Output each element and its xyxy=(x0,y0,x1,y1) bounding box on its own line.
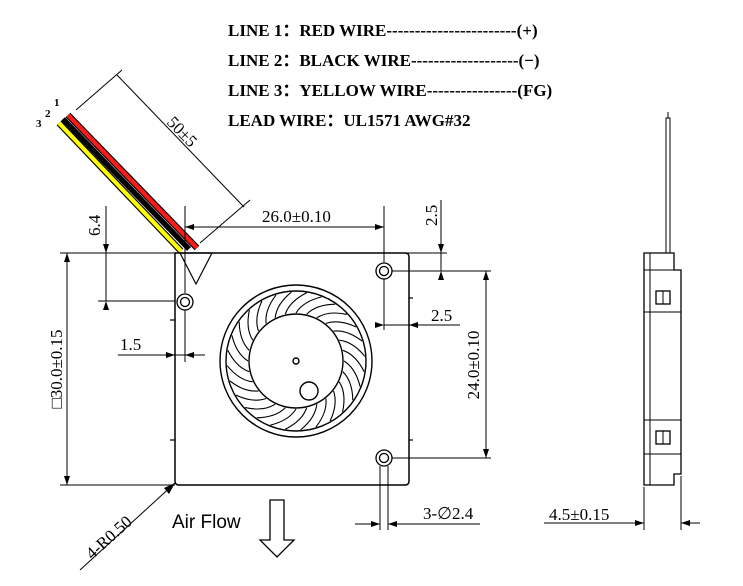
impeller-blade xyxy=(342,371,354,401)
fan-side-view xyxy=(544,112,700,530)
dim-lead-length: 50±5 xyxy=(163,113,201,151)
lead-wires: 1 2 3 xyxy=(36,97,200,254)
impeller-blade xyxy=(226,365,253,383)
wire-black xyxy=(61,117,191,251)
impeller-blade xyxy=(231,335,249,362)
wire-number-1: 1 xyxy=(54,97,60,109)
dim-overall-30-0: □30.0±0.15 xyxy=(47,329,66,408)
impeller-outer-ring xyxy=(219,284,373,438)
side-dimension-arrowheads xyxy=(635,520,690,526)
mounting-hole-bottom-right xyxy=(375,449,393,467)
front-dimension-lines xyxy=(60,200,491,571)
impeller-blade xyxy=(343,360,361,387)
dim-width-26-0: 26.0±0.10 xyxy=(262,207,331,226)
impeller-blade xyxy=(284,292,307,315)
fan-front-view xyxy=(170,252,413,486)
impeller-blade xyxy=(338,381,345,413)
impeller-blade xyxy=(244,403,276,410)
impeller-blade xyxy=(342,349,365,372)
dim-side-2-5: 2.5 xyxy=(431,306,452,325)
dim-hole-pitch-24-0: 24.0±0.10 xyxy=(464,331,483,400)
wire-number-2: 2 xyxy=(45,108,51,120)
impeller-blade xyxy=(306,303,336,315)
wire-red xyxy=(66,113,199,250)
dim-corner-radius: 4-R0.50 xyxy=(82,512,136,563)
side-lead-wire xyxy=(665,117,671,254)
impeller xyxy=(219,284,373,438)
impeller-blade xyxy=(325,321,357,328)
impeller-blade xyxy=(329,390,336,422)
impeller-blade xyxy=(316,312,348,319)
impeller-blade xyxy=(339,339,366,357)
note-line-1: LINE 1：RED WIRE-----------------------(+… xyxy=(228,21,538,40)
impeller-shaft xyxy=(292,357,300,365)
impeller-blade xyxy=(265,294,277,324)
lead-length-dimension xyxy=(75,69,251,244)
note-lead-wire: LEAD WIRE：UL1571 AWG#32 xyxy=(228,111,471,130)
wire-exit-notch xyxy=(179,252,213,286)
impeller-blade xyxy=(295,296,322,314)
fan-body-outline xyxy=(174,252,410,486)
impeller-blade xyxy=(227,350,250,373)
mounting-hole-left xyxy=(176,293,194,311)
dim-height-6-4: 6.4 xyxy=(85,214,104,236)
impeller-blades xyxy=(226,291,366,431)
mounting-hole-top-right xyxy=(375,262,393,280)
impeller-blade xyxy=(300,404,318,431)
impeller-blade xyxy=(333,330,363,342)
impeller-blade xyxy=(256,407,286,419)
impeller-blade xyxy=(315,398,327,428)
impeller-blade xyxy=(247,309,254,341)
impeller-blade xyxy=(256,300,263,332)
down-arrow-icon xyxy=(258,499,296,558)
dim-left-1-5: 1.5 xyxy=(120,335,141,354)
wire-number-3: 3 xyxy=(36,118,42,130)
impeller-blade xyxy=(274,291,292,318)
impeller-hub xyxy=(248,313,344,409)
impeller-balance-hole xyxy=(299,381,319,401)
wire-yellow xyxy=(57,121,183,253)
impeller-blade xyxy=(229,380,259,392)
impeller-blade xyxy=(270,408,297,426)
dim-thickness-4-5: 4.5±0.15 xyxy=(549,505,609,524)
impeller-blade xyxy=(235,394,267,401)
note-line-2: LINE 2：BLACK WIRE-------------------(−) xyxy=(228,51,540,70)
impeller-blade xyxy=(285,407,308,430)
impeller-blade xyxy=(238,321,250,351)
airflow-label: Air Flow xyxy=(172,512,241,533)
dimension-arrowheads xyxy=(64,224,489,527)
dim-mounting-holes: 3-∅2.4 xyxy=(423,504,474,523)
dim-top-2-5: 2.5 xyxy=(422,205,441,226)
note-line-3: LINE 3：YELLOW WIRE----------------(FG) xyxy=(228,81,553,100)
side-body-outline xyxy=(643,252,682,486)
